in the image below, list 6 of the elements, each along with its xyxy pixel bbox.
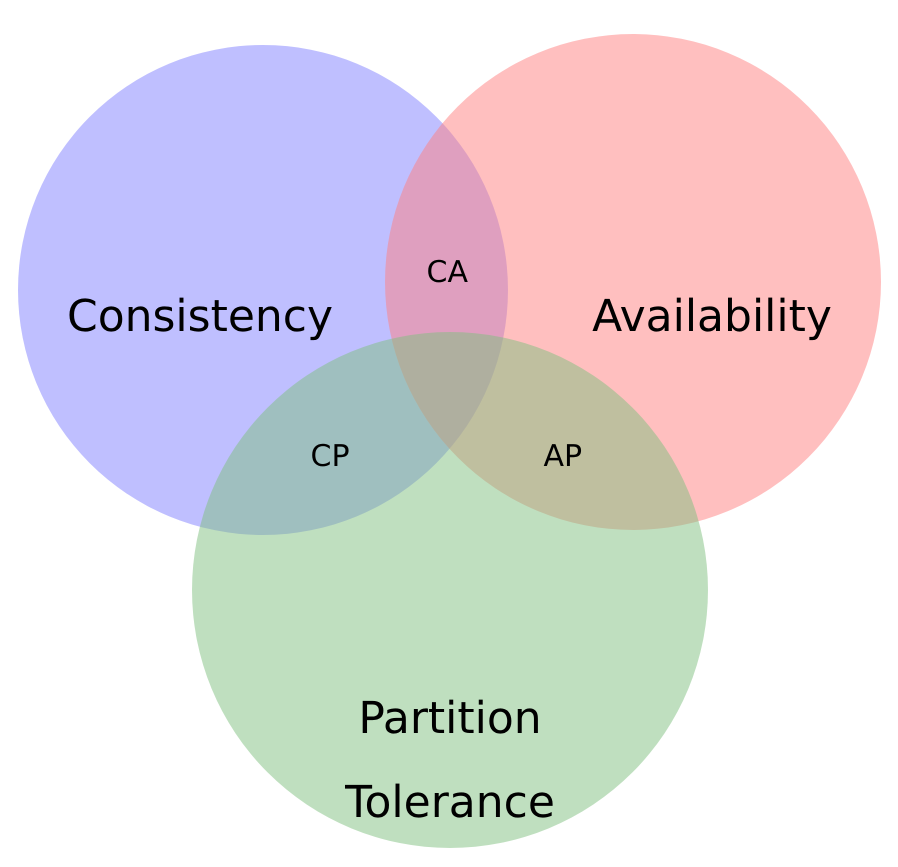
set-label: Consistency [66, 290, 334, 344]
overlap-label: CP [310, 438, 350, 474]
set-label: Availability [591, 290, 833, 344]
set-label: Partition Tolerance [344, 692, 556, 830]
overlap-label: AP [544, 438, 582, 474]
overlap-label: CA [426, 254, 468, 290]
